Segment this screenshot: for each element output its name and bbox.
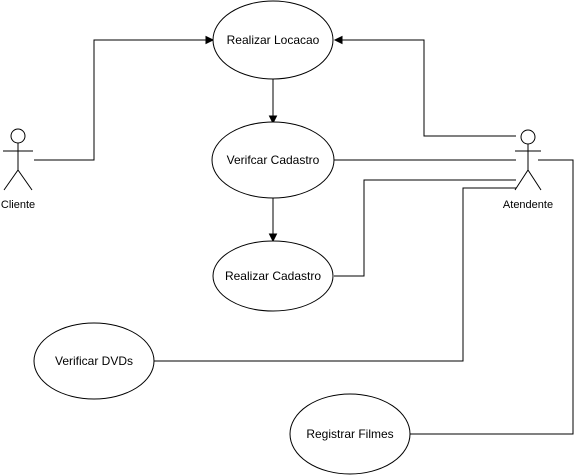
use-case-label: Registrar Filmes bbox=[306, 427, 393, 441]
actor-label: Atendente bbox=[503, 199, 553, 211]
arrowhead-realizar-cadastro bbox=[268, 233, 278, 243]
edge-cliente-realizar-locacao[interactable] bbox=[34, 39, 206, 161]
use-case-ellipse[interactable] bbox=[289, 393, 411, 475]
use-case-label: Verifcar Cadastro bbox=[227, 153, 320, 167]
use-case-ellipse[interactable] bbox=[211, 121, 335, 199]
use-case-label: Realizar Cadastro bbox=[225, 269, 321, 283]
arrowhead-verificar-cadastro bbox=[268, 115, 278, 125]
use-case-label: Realizar Locacao bbox=[227, 33, 320, 47]
edge-atendente-realizar-cadastro[interactable] bbox=[334, 179, 516, 277]
use-case-realizar-cadastro[interactable]: Realizar Cadastro bbox=[212, 240, 334, 312]
arrowhead-realizar-locacao-left bbox=[205, 35, 215, 45]
actor-atendente[interactable]: Atendente bbox=[503, 129, 553, 211]
use-case-verificar-dvds[interactable]: Verificar DVDs bbox=[33, 322, 155, 400]
use-case-ellipse[interactable] bbox=[212, 240, 334, 312]
actor-body bbox=[514, 144, 542, 191]
use-case-ellipse[interactable] bbox=[212, 0, 334, 80]
use-case-realizar-locacao[interactable]: Realizar Locacao bbox=[212, 0, 334, 80]
edge-atendente-verificar-dvds[interactable] bbox=[154, 187, 516, 362]
actor-body bbox=[3, 143, 33, 191]
actor-label: Cliente bbox=[1, 199, 35, 211]
arrowhead-realizar-locacao-right bbox=[333, 35, 343, 45]
use-case-registrar-filmes[interactable]: Registrar Filmes bbox=[289, 393, 411, 475]
use-case-ellipse[interactable] bbox=[33, 322, 155, 400]
connections bbox=[34, 35, 574, 435]
edge-atendente-registrar-filmes[interactable] bbox=[410, 159, 574, 435]
use-case-label: Verificar DVDs bbox=[55, 354, 133, 368]
actor-head bbox=[10, 128, 26, 144]
edge-atendente-realizar-locacao[interactable] bbox=[342, 39, 516, 137]
actor-head bbox=[520, 129, 536, 145]
actor-cliente[interactable]: Cliente bbox=[1, 128, 35, 211]
use-case-verificar-cadastro[interactable]: Verifcar Cadastro bbox=[211, 121, 335, 199]
